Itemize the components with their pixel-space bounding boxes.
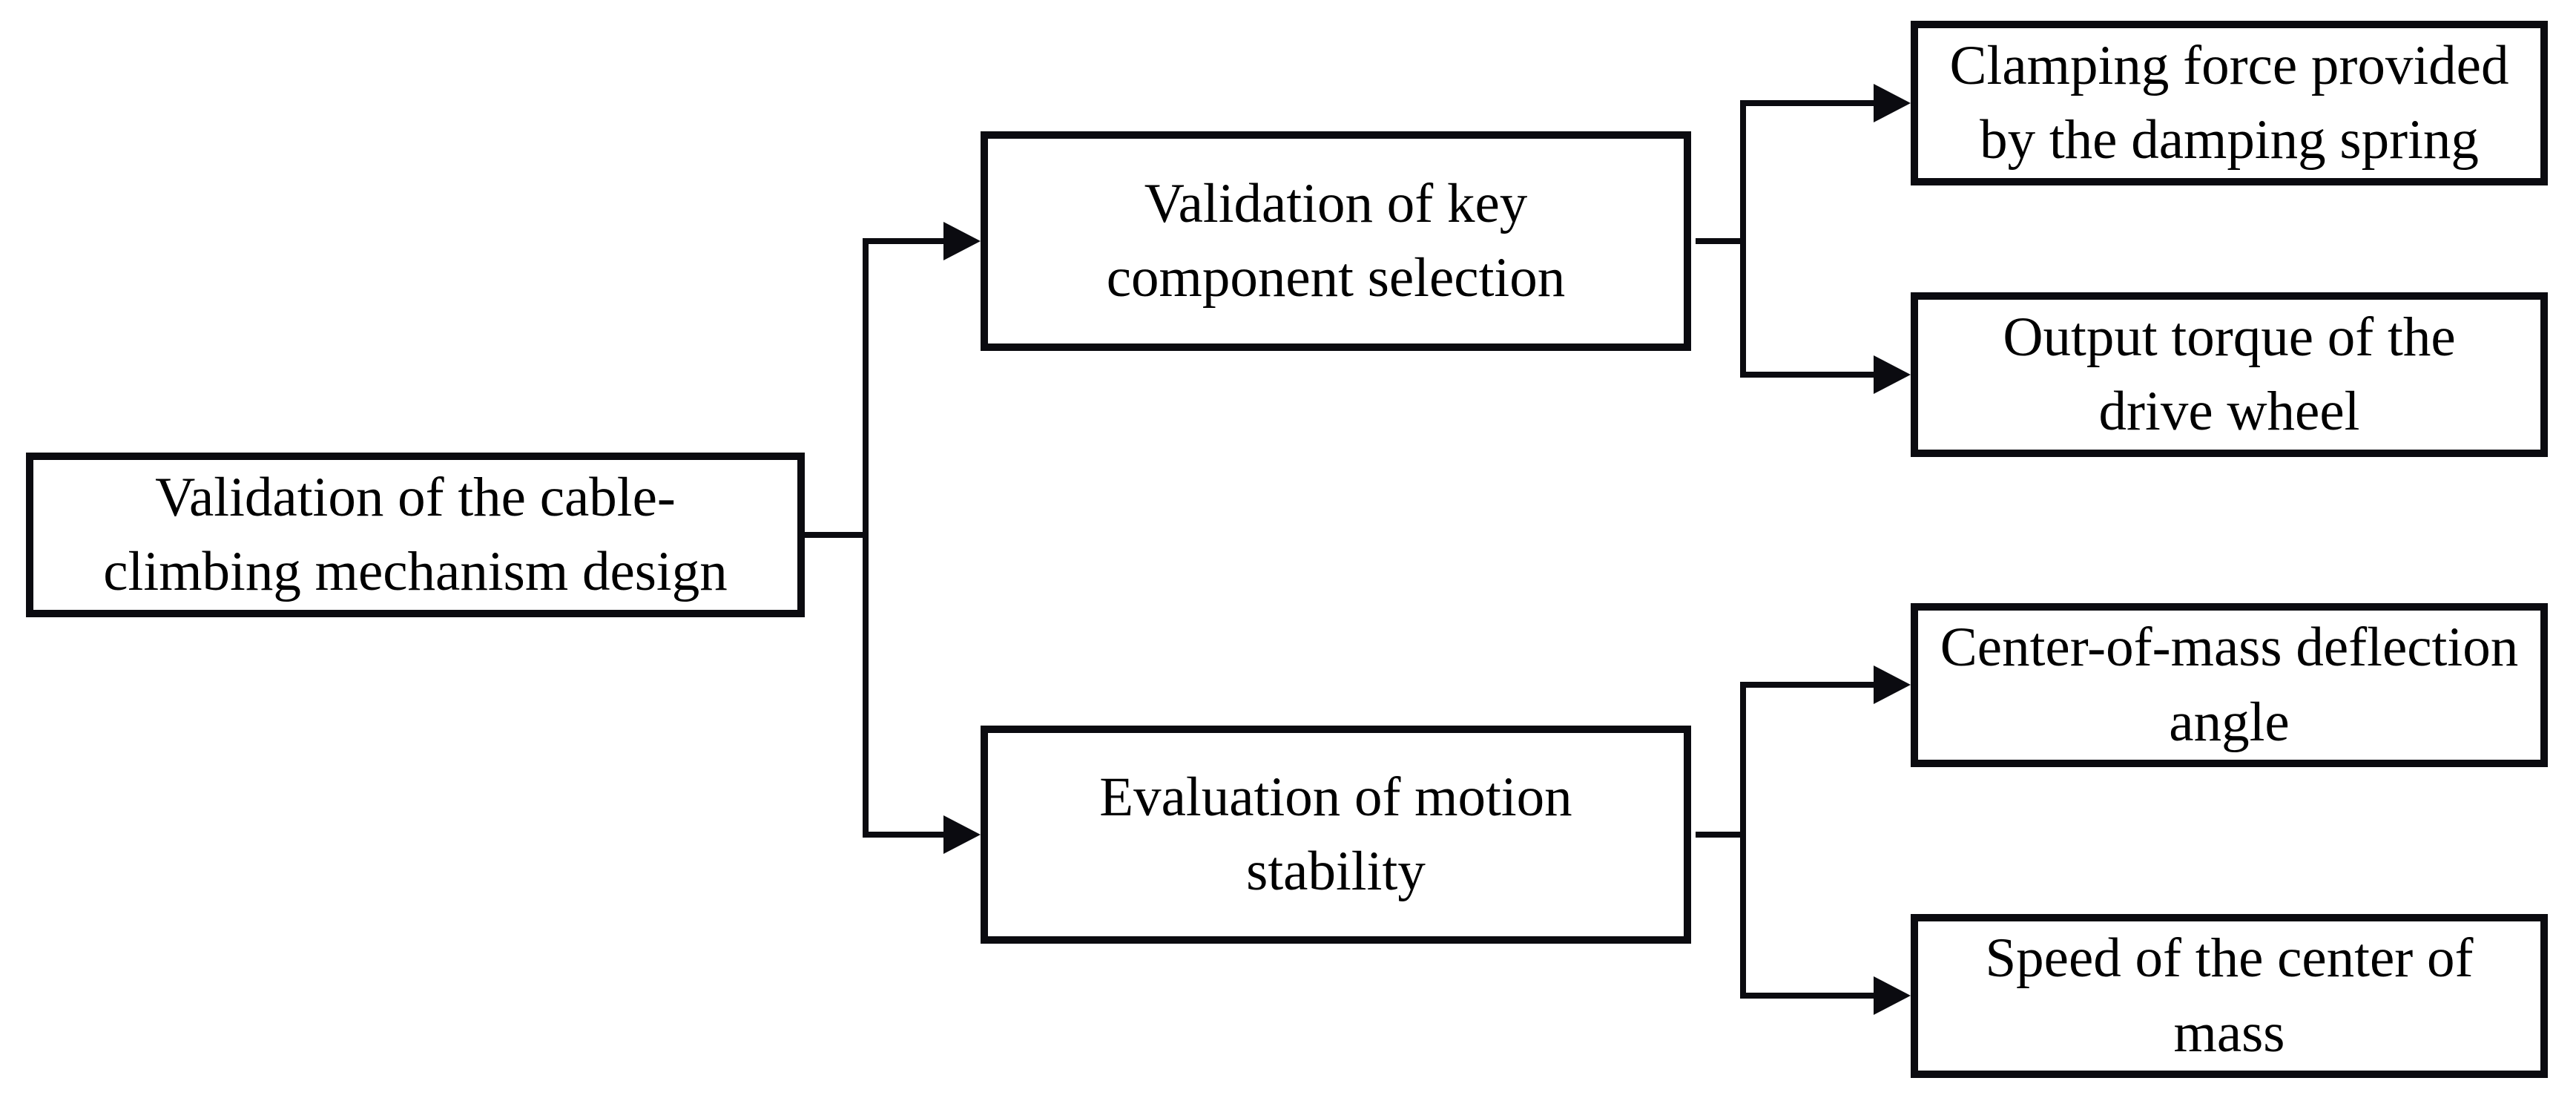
- node-leaf-center-mass-speed-box: Speed of the center of mass: [1911, 914, 2548, 1078]
- arrowhead-icon: [943, 222, 981, 260]
- arrowhead-icon: [943, 815, 981, 854]
- node-branch-key-component-box: Validation of key component selection: [981, 131, 1691, 351]
- node-leaf-output-torque-box: Output torque of the drive wheel: [1911, 292, 2548, 457]
- arrowhead-icon: [1874, 976, 1911, 1015]
- connector-bracket: [1740, 100, 1877, 378]
- node-root-label: Validation of the cable- climbing mechan…: [103, 466, 728, 603]
- arrowhead-icon: [1874, 355, 1911, 394]
- node-leaf-clamping-force-label: Clamping force provided by the damping s…: [1949, 34, 2509, 171]
- node-leaf-deflection-angle-box: Center-of-mass deflection angle: [1911, 603, 2548, 767]
- node-root-box: Validation of the cable- climbing mechan…: [26, 453, 805, 617]
- node-leaf-clamping-force-box: Clamping force provided by the damping s…: [1911, 21, 2548, 185]
- arrowhead-icon: [1874, 84, 1911, 122]
- connector-root-to-branches: [800, 222, 981, 854]
- node-branch-key-component-label: Validation of key component selection: [1106, 172, 1566, 309]
- node-branch-motion-stability-box: Evaluation of motion stability: [981, 726, 1691, 944]
- arrowhead-icon: [1874, 665, 1911, 704]
- connector-stability-to-leaves: [1696, 665, 1911, 1015]
- node-leaf-center-mass-speed-label: Speed of the center of mass: [1985, 927, 2474, 1064]
- connector-bracket: [1740, 682, 1877, 999]
- node-branch-motion-stability-label: Evaluation of motion stability: [1099, 766, 1572, 903]
- node-leaf-output-torque-label: Output torque of the drive wheel: [2003, 306, 2456, 443]
- connector-components-to-leaves: [1696, 84, 1911, 394]
- connector-bracket: [863, 238, 949, 838]
- node-leaf-deflection-angle-label: Center-of-mass deflection angle: [1940, 617, 2519, 753]
